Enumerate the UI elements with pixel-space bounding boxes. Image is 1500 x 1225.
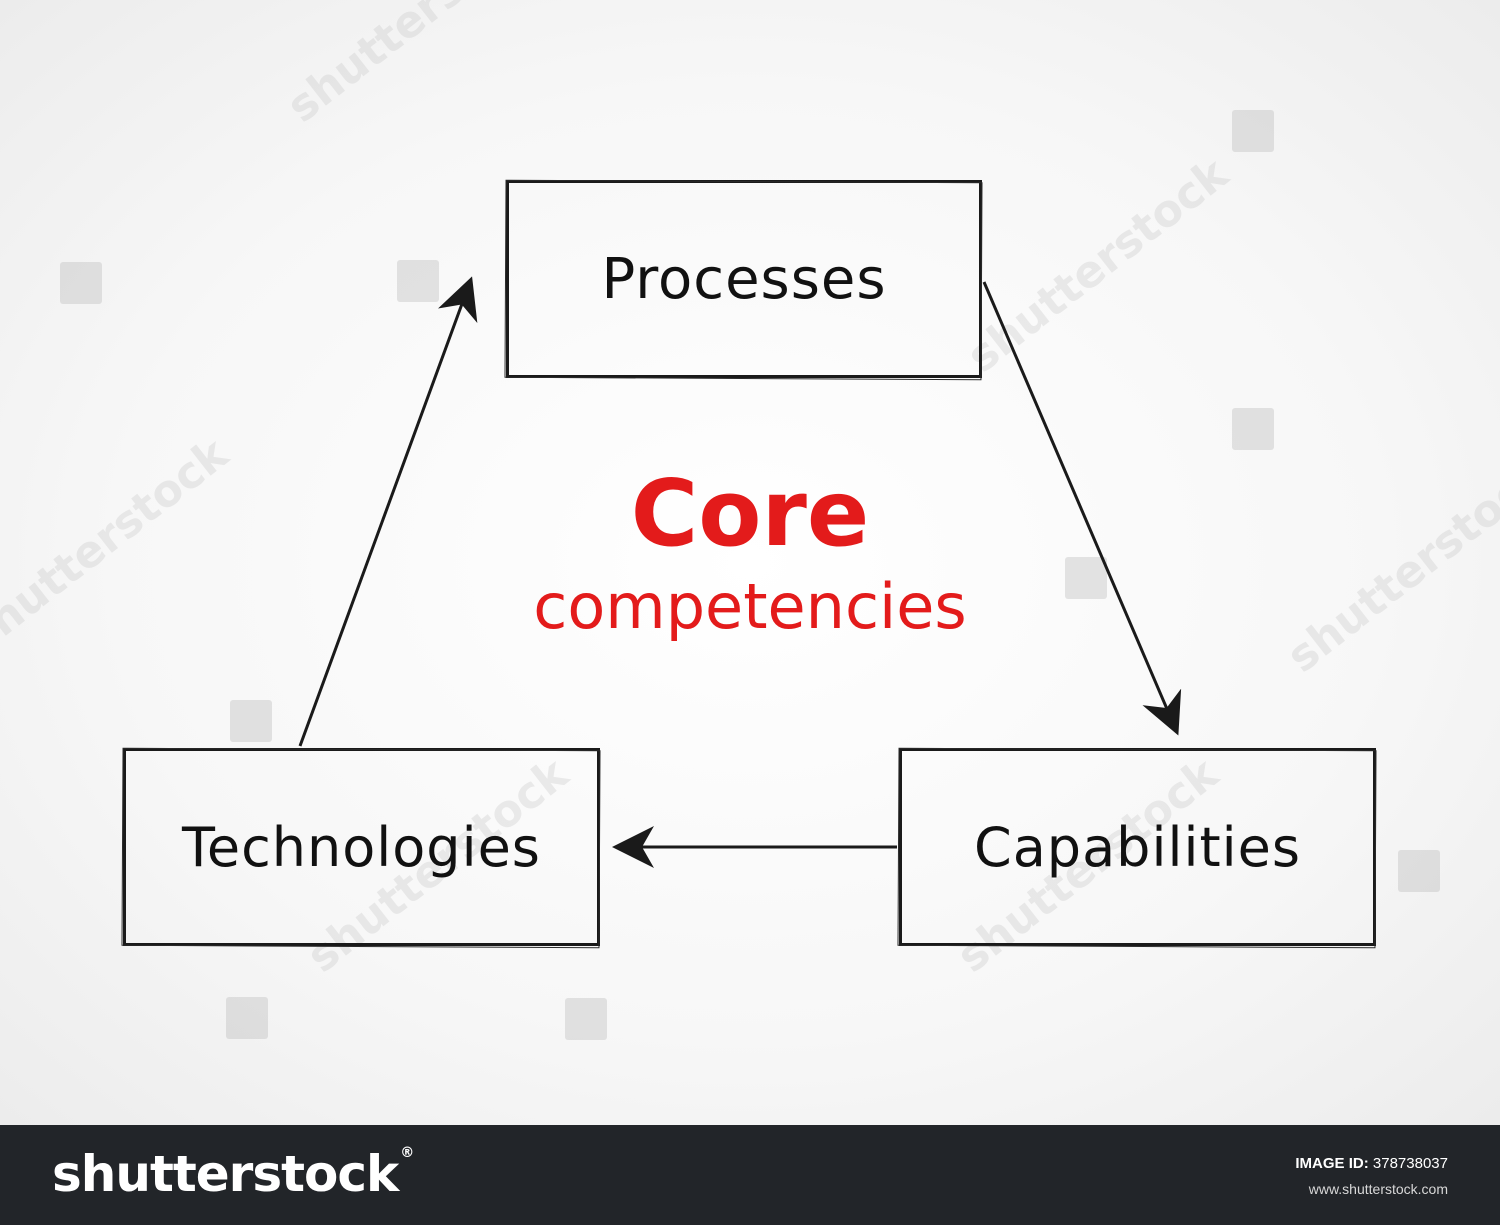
diagram-canvas: shutterstock shutterstock shutterstock s… xyxy=(0,0,1500,1125)
brand-registered-mark: ® xyxy=(400,1145,414,1161)
watermark-word: shutterstock xyxy=(277,0,558,133)
watermark-word: shutterstock xyxy=(1277,448,1500,683)
watermark-tile xyxy=(226,997,268,1039)
center-title-line2: competencies xyxy=(533,570,967,643)
watermark-tile xyxy=(230,700,272,742)
brand-logo: shutterstock® xyxy=(52,1145,414,1203)
center-title-line1: Core xyxy=(630,460,870,567)
watermark-word: shutterstock xyxy=(0,428,238,663)
image-id-value: 378738037 xyxy=(1372,1155,1448,1172)
watermark-tile xyxy=(1232,408,1274,450)
node-label: Capabilities xyxy=(974,815,1301,879)
watermark-word: shutterstock xyxy=(957,148,1238,383)
node-label: Processes xyxy=(601,246,887,312)
stock-footer: shutterstock® IMAGE ID: 378738037 www.sh… xyxy=(0,1125,1500,1225)
site-url: www.shutterstock.com xyxy=(1308,1181,1448,1197)
image-id-label: IMAGE ID: xyxy=(1295,1155,1369,1172)
node-label: Technologies xyxy=(182,815,541,879)
node-technologies: Technologies xyxy=(123,748,600,946)
image-id: IMAGE ID: 378738037 xyxy=(1295,1155,1448,1172)
watermark-tile xyxy=(1398,850,1440,892)
node-processes: Processes xyxy=(506,180,982,378)
watermark-tile xyxy=(1232,110,1274,152)
watermark-tile xyxy=(565,998,607,1040)
watermark-tile xyxy=(60,262,102,304)
node-capabilities: Capabilities xyxy=(899,748,1376,946)
brand-name: shutterstock xyxy=(52,1145,399,1203)
watermark-tile xyxy=(397,260,439,302)
